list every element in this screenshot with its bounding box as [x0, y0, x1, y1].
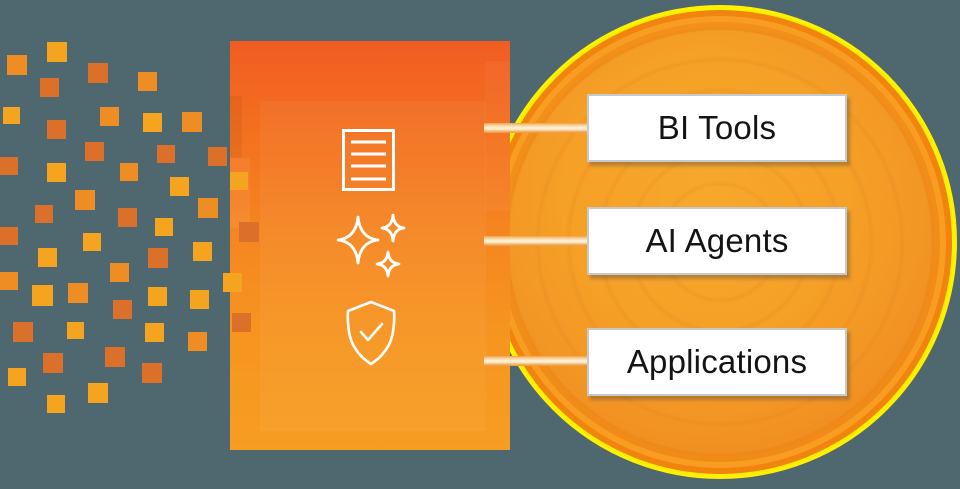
pixel-square	[47, 42, 67, 62]
pixel-square	[239, 222, 259, 242]
pixel-square	[32, 285, 53, 306]
sparkles-icon	[336, 213, 406, 278]
label-text-bi-tools: BI Tools	[657, 109, 777, 146]
pixel-square	[47, 395, 65, 413]
pixel-square	[75, 190, 95, 210]
pixel-square	[105, 347, 125, 367]
panel-mosaic-block	[230, 96, 242, 158]
pixel-square	[138, 72, 157, 91]
pixel-square	[113, 300, 132, 319]
label-text-ai-agents: AI Agents	[645, 222, 789, 259]
pixel-square	[47, 120, 66, 139]
pixel-square	[120, 163, 138, 181]
pixel-square	[190, 290, 209, 309]
pixel-square	[7, 55, 27, 75]
pixel-square	[0, 157, 18, 175]
pixel-square	[145, 323, 164, 342]
connector-bi-tools	[484, 123, 592, 133]
pixel-square	[193, 242, 212, 261]
panel-mosaic-block	[485, 61, 510, 211]
pixel-square	[8, 368, 26, 386]
pixel-square	[13, 322, 33, 342]
connector-applications	[484, 356, 592, 366]
pixel-square	[83, 233, 101, 251]
pixel-square	[118, 208, 137, 227]
pixel-square	[182, 112, 202, 132]
pixel-square	[223, 273, 242, 292]
pixel-square	[208, 147, 227, 166]
pixel-square	[85, 142, 104, 161]
pixel-square	[142, 363, 162, 383]
shield-check-icon	[346, 300, 396, 366]
pixel-square	[148, 248, 168, 268]
pixel-square	[155, 218, 173, 236]
label-box-applications: Applications	[587, 328, 847, 396]
pixel-square	[198, 198, 218, 218]
pixel-square	[0, 272, 18, 290]
pixel-square	[188, 332, 207, 351]
pixel-square	[88, 383, 108, 403]
connector-ai-agents	[484, 236, 592, 246]
pixel-square	[100, 107, 119, 126]
pixel-square	[40, 78, 59, 97]
pixel-square	[0, 227, 18, 245]
pixel-square	[35, 205, 53, 223]
label-text-applications: Applications	[626, 343, 808, 380]
panel-mosaic-block	[260, 101, 486, 431]
pixel-square	[67, 322, 84, 339]
pixel-square	[43, 353, 63, 373]
label-box-bi-tools: BI Tools	[587, 94, 847, 162]
pixel-square	[148, 287, 167, 306]
pixel-square	[232, 313, 251, 332]
pixel-square	[68, 283, 88, 303]
pixel-square	[110, 263, 129, 282]
pixel-square	[230, 172, 248, 190]
pixel-square	[3, 107, 20, 124]
label-box-ai-agents: AI Agents	[587, 207, 847, 275]
pixel-square	[170, 177, 189, 196]
pixel-square	[88, 63, 108, 83]
pixel-square	[47, 163, 66, 182]
document-icon	[342, 129, 395, 191]
pixel-square	[157, 145, 175, 163]
pixel-square	[38, 248, 57, 267]
pixel-square	[143, 113, 162, 132]
